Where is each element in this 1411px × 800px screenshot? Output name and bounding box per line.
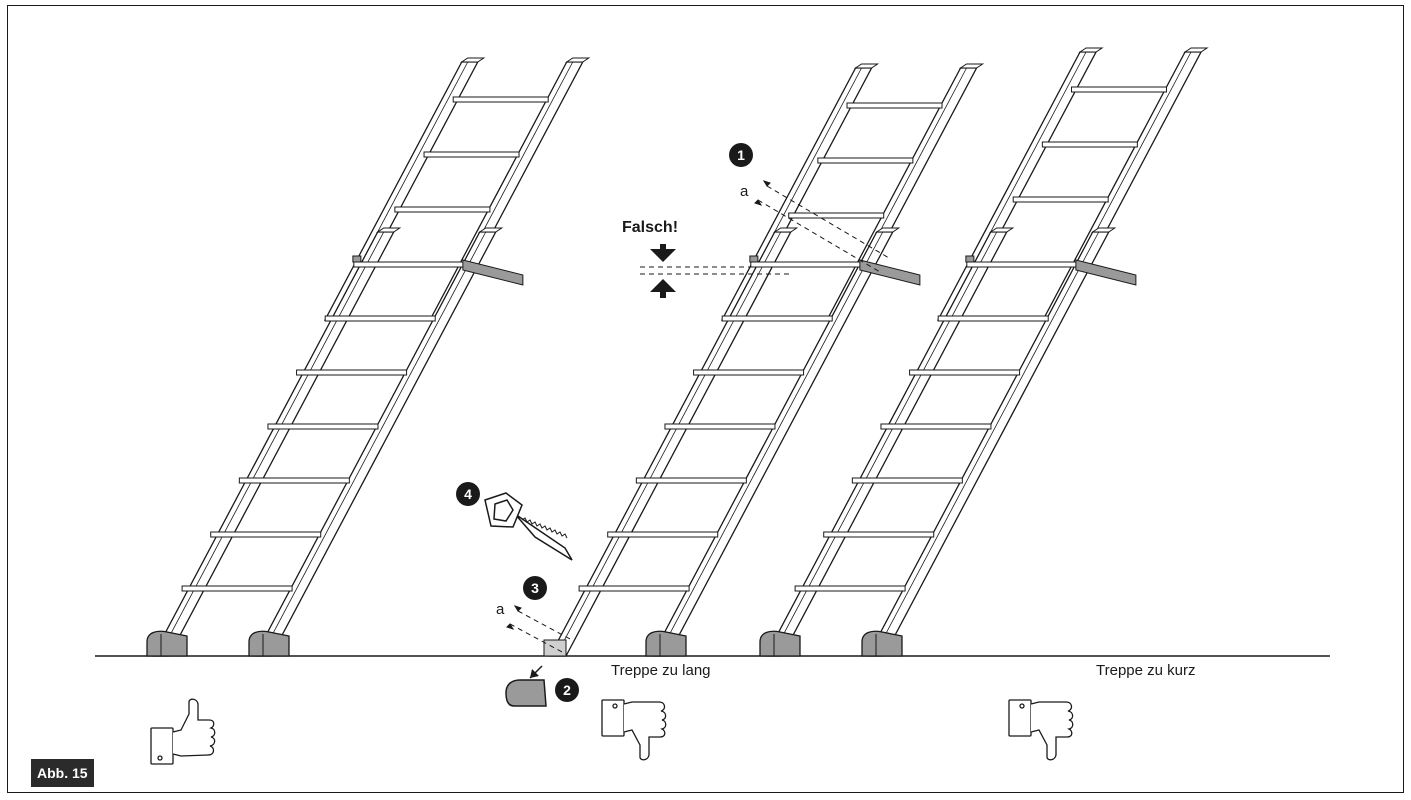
ladder-cut-area — [543, 639, 567, 657]
ladder-foot — [248, 630, 290, 657]
figure-frame — [7, 5, 1404, 793]
ladder-lower-rail — [764, 231, 1008, 657]
ladder-lower-rung — [880, 423, 992, 430]
saw-icon — [484, 492, 573, 561]
svg-text:3: 3 — [531, 580, 539, 596]
ladder-too-short — [759, 47, 1209, 657]
thumbs-up-icon — [150, 698, 216, 765]
ladder-lower-rail — [866, 231, 1110, 657]
svg-text:2: 2 — [563, 682, 571, 698]
callout-3: 3 — [523, 576, 547, 600]
ladder-lower-rung — [324, 315, 436, 322]
ladder-lower-rung — [909, 369, 1021, 376]
dimension-a-bottom — [506, 605, 573, 654]
callout-4: 4 — [456, 482, 480, 506]
svg-text:1: 1 — [737, 147, 745, 163]
thumbs-down-icon — [1008, 699, 1074, 761]
ladder-lower-rung — [851, 477, 963, 484]
ladder-upper-rung — [1041, 141, 1138, 148]
ladder-lower-rung — [267, 423, 379, 430]
too-long-label: Treppe zu lang — [611, 662, 711, 679]
callout-1: 1 — [729, 143, 753, 167]
figure-label: Abb. 15 — [31, 759, 94, 787]
ladder-connector — [462, 259, 524, 286]
ladder-lower-rung — [635, 477, 747, 484]
ladder-upper-rung — [817, 157, 914, 164]
ladder-connector — [1075, 259, 1137, 286]
ladder-upper-rung — [846, 102, 943, 109]
arrow-down-icon — [650, 249, 676, 262]
ladder-lower-rung — [578, 585, 690, 592]
too-short-label: Treppe zu kurz — [1096, 662, 1196, 679]
ladder-lower-rung — [181, 585, 293, 592]
ladder-lower-rung — [238, 477, 350, 484]
ladder-lower-rail — [151, 231, 395, 657]
ladder-upper-rung — [1012, 196, 1109, 203]
ladder-foot — [645, 630, 687, 657]
ladder-upper-rung — [452, 96, 549, 103]
ladder-lower-rung — [823, 531, 935, 538]
ladder-lower-rung — [794, 585, 906, 592]
ladder-lower-rail — [548, 231, 792, 657]
arrow-up-icon — [650, 279, 676, 292]
ladder-too-long — [543, 63, 985, 657]
dimension-a-label-bottom: a — [496, 601, 505, 618]
ladder-lower-rung — [937, 315, 1049, 322]
callout-2: 2 — [555, 678, 579, 702]
ladder-connector — [859, 259, 921, 286]
ladder-lower-rung — [966, 261, 1078, 268]
ladder-foot — [759, 630, 801, 657]
dimension-a-top — [754, 180, 890, 273]
ladder-upper-rung — [1070, 86, 1167, 93]
ladder-correct — [146, 57, 591, 657]
ladder-foot — [146, 630, 188, 657]
ladder-lower-rung — [296, 369, 408, 376]
ladder-upper-rung — [394, 206, 491, 213]
ladder-upper-rung — [788, 212, 885, 219]
ladder-lower-rung — [607, 531, 719, 538]
svg-text:4: 4 — [464, 486, 472, 502]
thumbs-down-icon — [601, 699, 667, 761]
foot-cap-icon — [505, 665, 547, 707]
ladder-lower-rung — [721, 315, 833, 322]
dimension-a-label-top: a — [740, 183, 749, 200]
ladder-lower-rung — [353, 261, 465, 268]
ladder-lower-rung — [750, 261, 862, 268]
ladder-lower-rail — [253, 231, 497, 657]
ladder-lower-rung — [210, 531, 322, 538]
ladder-lower-rail — [650, 231, 894, 657]
ladder-hinge — [749, 255, 759, 263]
ladder-foot — [861, 630, 903, 657]
ladder-lower-rung — [693, 369, 805, 376]
gap-indicator — [640, 244, 790, 298]
ladder-upper-rung — [423, 151, 520, 158]
ladder-hinge — [965, 255, 975, 263]
ladder-lower-rung — [664, 423, 776, 430]
wrong-label: Falsch! — [622, 219, 678, 236]
ladder-hinge — [352, 255, 362, 263]
